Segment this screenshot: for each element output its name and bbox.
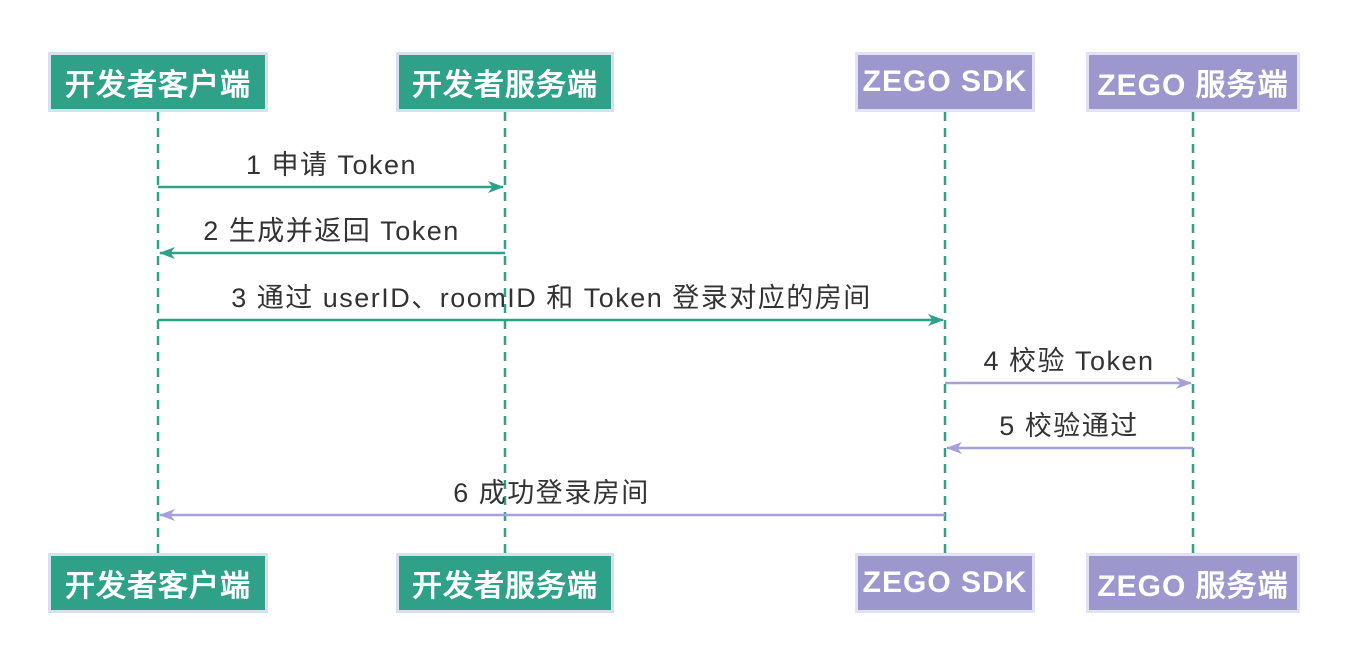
actor-label-zego-sdk: ZEGO SDK (862, 566, 1028, 599)
actor-label-developer-client: 开发者客户端 (65, 69, 251, 102)
actor-box-bottom-developer-server: 开发者服务端 (396, 553, 614, 613)
actor-box-top-developer-client: 开发者客户端 (48, 52, 268, 112)
message-label-5: 5 校验通过 (999, 410, 1139, 441)
actor-box-bottom-zego-server: ZEGO 服务端 (1086, 553, 1300, 613)
actor-label-zego-server: ZEGO 服务端 (1097, 69, 1289, 102)
actor-label-developer-client: 开发者客户端 (65, 570, 251, 603)
actor-label-zego-server: ZEGO 服务端 (1097, 570, 1289, 603)
actor-box-top-zego-sdk: ZEGO SDK (855, 52, 1035, 112)
actor-box-top-developer-server: 开发者服务端 (396, 52, 614, 112)
actor-box-top-zego-server: ZEGO 服务端 (1086, 52, 1300, 112)
actor-label-developer-server: 开发者服务端 (412, 69, 598, 102)
message-label-3: 3 通过 userID、roomID 和 Token 登录对应的房间 (231, 282, 872, 313)
actor-box-bottom-zego-sdk: ZEGO SDK (855, 553, 1035, 613)
actor-label-zego-sdk: ZEGO SDK (862, 65, 1028, 98)
actor-box-bottom-developer-client: 开发者客户端 (48, 553, 268, 613)
message-label-1: 1 申请 Token (245, 149, 418, 180)
message-label-4: 4 校验 Token (983, 345, 1155, 376)
message-label-6: 6 成功登录房间 (453, 477, 650, 508)
message-arrows-group (158, 181, 1193, 521)
message-label-2: 2 生成并返回 Token (203, 215, 460, 246)
actor-label-developer-server: 开发者服务端 (412, 570, 598, 603)
